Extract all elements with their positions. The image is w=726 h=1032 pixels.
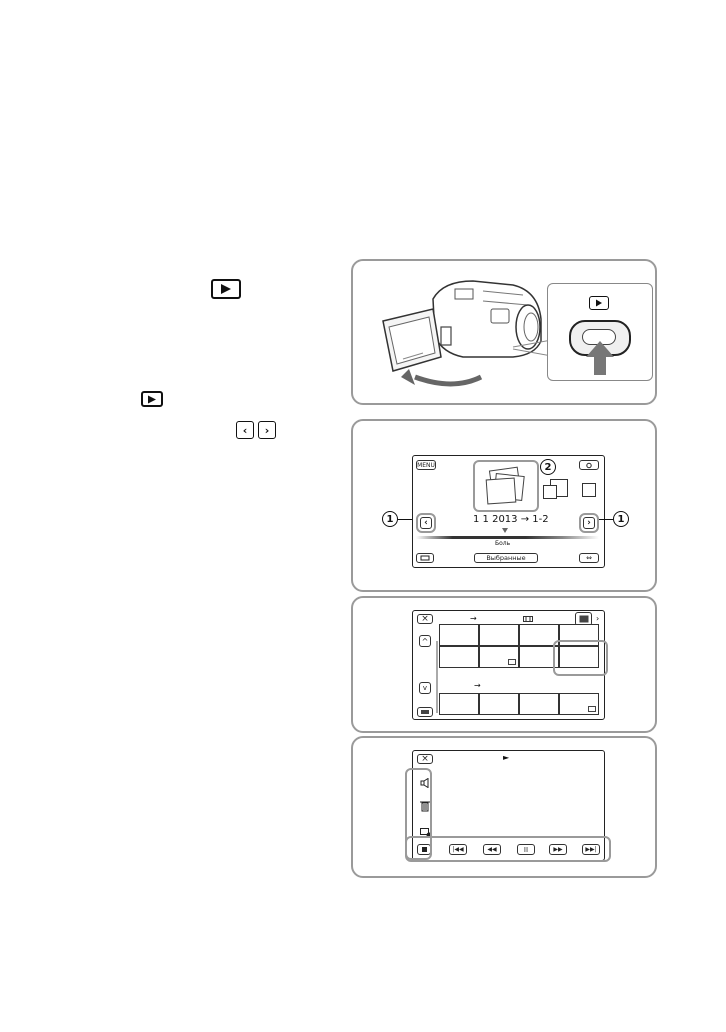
callout-1-right: 1 (613, 511, 629, 527)
timeline-label: Боль (495, 540, 511, 547)
date-range-arrow: → (470, 614, 477, 623)
thumbnail[interactable] (519, 646, 559, 668)
thumbnail[interactable] (519, 624, 559, 646)
thumbnail[interactable] (519, 693, 559, 715)
scroll-down-button[interactable]: v (419, 682, 431, 694)
close-button-playback[interactable]: × (417, 754, 433, 764)
timeline-bar[interactable] (416, 536, 599, 539)
next-button-highlight (579, 513, 599, 533)
thumbnail-selected[interactable] (559, 646, 599, 668)
thumbnail[interactable] (559, 693, 599, 715)
event-view-screen: MENU ‹ › 1 1 2013 → 1-2 Боль (412, 455, 605, 568)
rewind-button[interactable]: ◀◀ (483, 844, 501, 855)
thumbnail-index-panel: × → › ^ v → (351, 596, 657, 733)
play-indicator: ► (503, 753, 510, 762)
thumbnail[interactable] (479, 693, 519, 715)
previous-button[interactable]: |◀◀ (449, 844, 467, 855)
playback-label-icon (589, 296, 609, 310)
movie-format-button[interactable] (416, 553, 434, 563)
camcorder-illustration (382, 280, 553, 387)
callout-1-left: 1 (382, 511, 398, 527)
next-event-thumb-back (543, 485, 557, 499)
view-switch-button[interactable]: ⇔ (579, 553, 599, 563)
later-event-thumb[interactable] (582, 483, 596, 497)
speaker-icon[interactable] (420, 773, 430, 792)
close-button[interactable]: × (417, 614, 433, 624)
favorites-button[interactable]: Выбранные (474, 553, 538, 563)
playback-button-closeup (547, 283, 653, 381)
event-date-range: 1 1 2013 → 1-2 (473, 514, 549, 525)
bottom-controls-highlight (405, 836, 611, 862)
chevron-left-icon: ‹ (236, 421, 254, 439)
film-icon (523, 616, 533, 622)
callout-2: 2 (540, 459, 556, 475)
camera-illustration-panel (351, 259, 657, 405)
menu-button[interactable]: MENU (416, 460, 436, 470)
current-event-highlight[interactable] (473, 460, 539, 512)
playback-panel: × ► |◀◀ ◀◀ II ▶▶ ▶▶| (351, 736, 657, 878)
thumbnail[interactable] (439, 624, 479, 646)
previous-event-button[interactable]: ‹ (420, 517, 432, 529)
thumbnail-index-screen: × → › ^ v → (412, 610, 608, 720)
thumbnail[interactable] (479, 646, 519, 668)
event-view-panel: MENU ‹ › 1 1 2013 → 1-2 Боль (351, 419, 657, 592)
scrollbar[interactable] (436, 641, 438, 713)
next-button[interactable]: ▶▶| (582, 844, 600, 855)
thumbnail[interactable] (439, 646, 479, 668)
playback-icon-small (141, 391, 163, 407)
thumbnail[interactable] (479, 624, 519, 646)
chevron-right-icon: › (258, 421, 276, 439)
press-arrow-icon (586, 341, 614, 375)
fast-forward-button[interactable]: ▶▶ (549, 844, 567, 855)
timeline-pointer-icon (502, 528, 508, 533)
scroll-up-button[interactable]: ^ (419, 635, 431, 647)
side-controls-highlight (405, 768, 432, 860)
date-range-arrow-2: → (474, 681, 481, 690)
thumbnail[interactable] (439, 693, 479, 715)
movie-format-button-2[interactable] (417, 707, 433, 717)
selected-thumbnail-highlight (553, 640, 608, 676)
playback-mode-icon (211, 279, 241, 299)
trash-icon[interactable] (420, 797, 430, 816)
camera-mode-button[interactable] (579, 460, 599, 470)
pause-button[interactable]: II (517, 844, 535, 855)
next-event-button[interactable]: › (583, 517, 595, 529)
prev-button-highlight (416, 513, 436, 533)
playback-screen: × ► |◀◀ ◀◀ II ▶▶ ▶▶| (412, 750, 605, 861)
